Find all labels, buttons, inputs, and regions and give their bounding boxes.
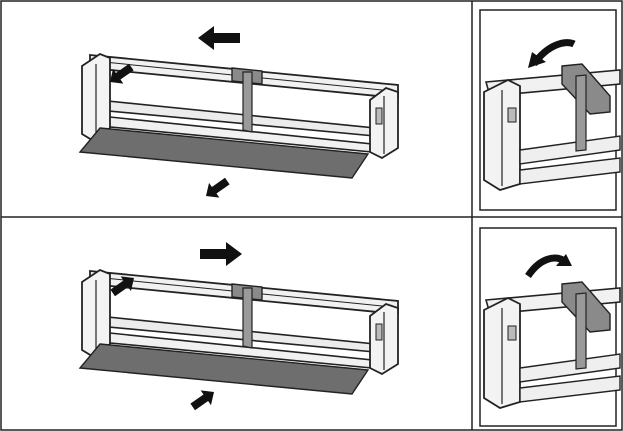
- panel-insert-shelf: [79, 242, 399, 415]
- curved-arrow-head: [528, 52, 546, 68]
- arrow-left-icon: [198, 26, 240, 50]
- arrow-right-icon: [200, 242, 242, 266]
- arrow-up-right-icon: [187, 384, 220, 415]
- panel-tilt-up: [483, 39, 621, 191]
- panel-remove-shelf: [79, 26, 399, 204]
- curved-arrow-right-icon: [525, 254, 569, 279]
- arrow-down-left-icon: [200, 173, 233, 204]
- panel-tilt-down: [483, 254, 621, 409]
- detail-box-frames: [479, 9, 617, 427]
- curved-arrow-head: [556, 254, 572, 266]
